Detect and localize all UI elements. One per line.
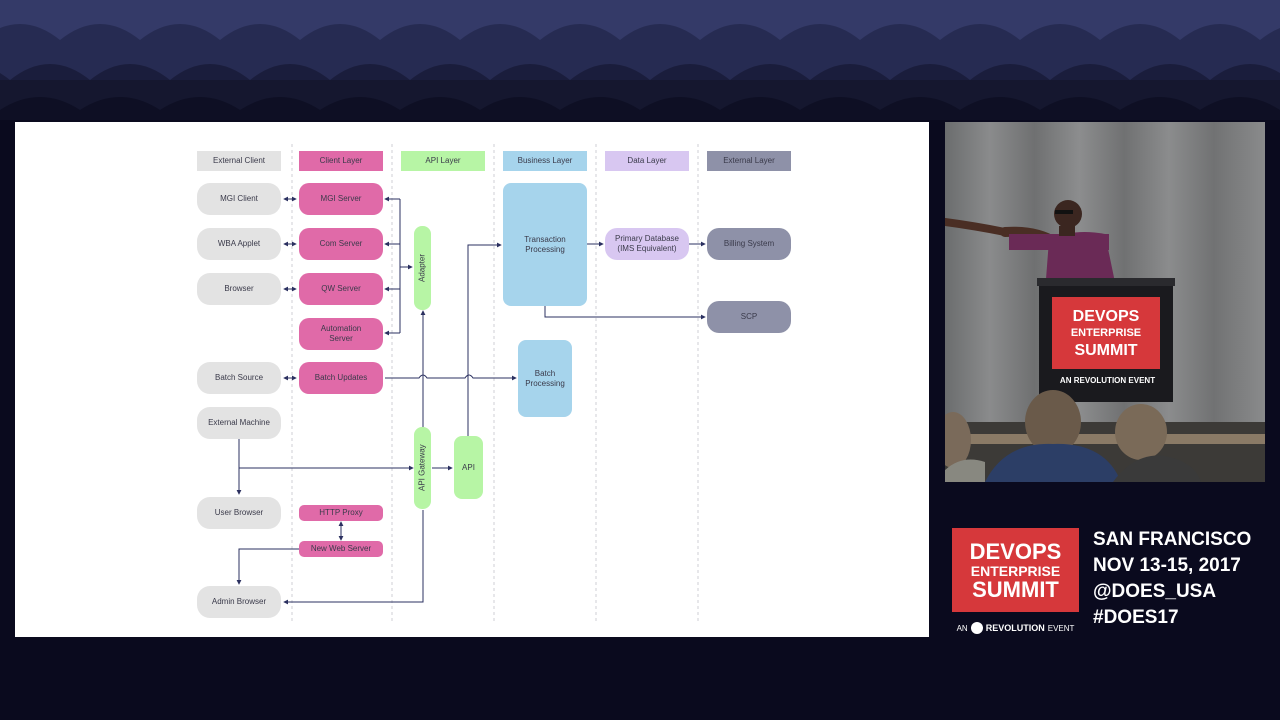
logo-an-text: AN: [956, 623, 968, 633]
logo-sub-brand: AN REVOLUTION EVENT: [952, 620, 1079, 636]
event-info: SAN FRANCISCO NOV 13-15, 2017 @DOES_USA …: [1093, 527, 1273, 631]
node-batch-updates: Batch Updates: [299, 362, 383, 394]
event-dates: NOV 13-15, 2017: [1093, 555, 1241, 576]
node-user-browser: User Browser: [197, 497, 281, 529]
header-data-layer: Data Layer: [605, 151, 689, 171]
podium-logo-line1: DEVOPS: [1072, 307, 1140, 325]
logo-line2: ENTERPRISE: [970, 562, 1061, 579]
event-city: SAN FRANCISCO: [1093, 529, 1252, 550]
column-dividers: [291, 144, 699, 622]
node-browser: Browser: [197, 273, 281, 305]
node-com-server: Com Server: [299, 228, 383, 260]
header-external-layer: External Layer: [707, 151, 791, 171]
node-external-machine: External Machine: [197, 407, 281, 439]
header-api-layer: API Layer: [401, 151, 485, 171]
architecture-slide: External Client Client Layer API Layer B…: [15, 122, 929, 637]
speaker-camera-feed: DEVOPS ENTERPRISE SUMMIT AN REVOLUTION E…: [945, 122, 1265, 482]
podium-sub-brand: AN REVOLUTION EVENT: [1050, 376, 1165, 385]
header-client-layer: Client Layer: [299, 151, 383, 171]
logo-line1: DEVOPS: [969, 538, 1062, 564]
node-mgi-client: MGI Client: [197, 183, 281, 215]
header-business-layer: Business Layer: [503, 151, 587, 171]
podium-logo-line3: SUMMIT: [1074, 341, 1138, 359]
event-handle: @DOES_USA: [1093, 581, 1217, 602]
node-wba-applet: WBA Applet: [197, 228, 281, 260]
podium-sign: DEVOPS ENTERPRISE SUMMIT: [1052, 297, 1160, 369]
podium-org-text: REVOLUTION: [1073, 376, 1127, 385]
event-hashtag: #DOES17: [1093, 607, 1179, 628]
header-external-client: External Client: [197, 151, 281, 171]
node-adapter: Adapter: [414, 226, 431, 310]
node-batch-processing: Batch Processing: [518, 340, 572, 417]
node-batch-source: Batch Source: [197, 362, 281, 394]
node-api: API: [454, 436, 483, 499]
logo-line3: SUMMIT: [972, 576, 1059, 602]
podium-event-text: EVENT: [1128, 376, 1156, 385]
diagram-connectors: [236, 144, 706, 622]
node-primary-database: Primary Database (IMS Equivalent): [605, 228, 689, 260]
node-new-web-server: New Web Server: [299, 541, 383, 557]
node-http-proxy: HTTP Proxy: [299, 505, 383, 521]
node-automation-server: Automation Server: [299, 318, 383, 350]
node-admin-browser: Admin Browser: [197, 586, 281, 618]
logo-event-text: EVENT: [1047, 623, 1075, 633]
podium-logo-line2: ENTERPRISE: [1070, 326, 1142, 339]
node-scp: SCP: [707, 301, 791, 333]
logo-org-text: REVOLUTION: [985, 623, 1045, 633]
node-qw-server: QW Server: [299, 273, 383, 305]
podium-an-text: AN: [1059, 376, 1072, 385]
node-transaction-processing: Transaction Processing: [503, 183, 587, 306]
it-revolution-icon: [970, 622, 983, 634]
node-billing-system: Billing System: [707, 228, 791, 260]
node-api-gateway: API Gateway: [414, 427, 431, 509]
node-mgi-server: MGI Server: [299, 183, 383, 215]
devops-summit-logo: DEVOPS ENTERPRISE SUMMIT: [952, 528, 1079, 612]
